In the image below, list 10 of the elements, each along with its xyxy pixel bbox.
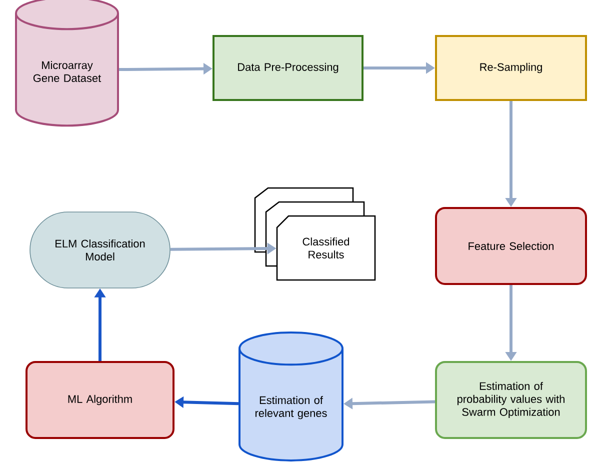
process-box: Feature Selection: [435, 207, 587, 285]
document-stack: Classified Results: [254, 187, 376, 281]
process-box: ML Algorithm: [26, 361, 174, 439]
process-box: Estimation of probability values with Swarm Optimization: [435, 361, 587, 439]
database-cylinder: Estimation of relevant genes: [238, 331, 344, 462]
node-label: Results: [308, 250, 344, 258]
process-box: Data Pre-Processing: [212, 35, 364, 101]
database-cylinder: Microarray Gene Dataset: [15, 0, 119, 127]
process-box: Re-Sampling: [435, 35, 587, 101]
model-terminal: ELM Classification Model: [30, 212, 170, 288]
